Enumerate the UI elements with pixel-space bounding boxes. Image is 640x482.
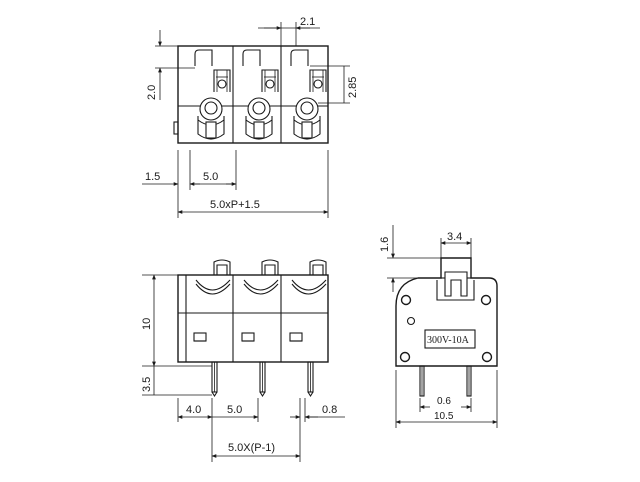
dim-front-body-height: 10 [141, 318, 153, 330]
dim-side-lever-width: 3.4 [447, 231, 462, 243]
top-unit [290, 49, 327, 140]
front-unit [193, 259, 231, 398]
front-unit [289, 259, 327, 398]
dim-top-pitch: 5.0 [203, 171, 218, 183]
dim-side-pin-spacing: 0.6 [437, 396, 451, 407]
dim-side-lever-height: 1.6 [379, 237, 391, 252]
side-view: 300V-10A [395, 257, 498, 397]
dim-front-pin-length: 3.5 [141, 377, 153, 392]
dim-top-pin-width: 2.1 [300, 16, 315, 28]
dim-top-overall: 5.0xP+1.5 [210, 199, 260, 211]
top-view-dimensions: 2.1 2.0 2.85 1.5 5.0 5.0xP+1.5 [142, 16, 359, 218]
side-rating-label: 300V-10A [427, 335, 470, 346]
top-view [173, 45, 329, 144]
top-unit [194, 49, 231, 140]
dim-front-span: 5.0X(P-1) [228, 442, 275, 454]
front-unit [241, 259, 279, 398]
dim-top-height-left: 2.0 [146, 85, 158, 100]
dim-top-height-right: 2.85 [347, 77, 359, 98]
dim-front-edge: 4.0 [186, 404, 201, 416]
dim-front-pin-thickness: 0.8 [322, 404, 337, 416]
side-view-dimensions: 1.6 3.4 0.6 10.5 [379, 225, 498, 428]
front-view-dimensions: 10 3.5 4.0 5.0 0.8 5.0X(P-1) [141, 274, 345, 462]
dim-side-overall-width: 10.5 [434, 411, 454, 422]
dim-top-edge: 1.5 [145, 171, 160, 183]
front-view [177, 259, 329, 398]
dim-front-pitch: 5.0 [227, 404, 242, 416]
top-unit [242, 49, 279, 140]
